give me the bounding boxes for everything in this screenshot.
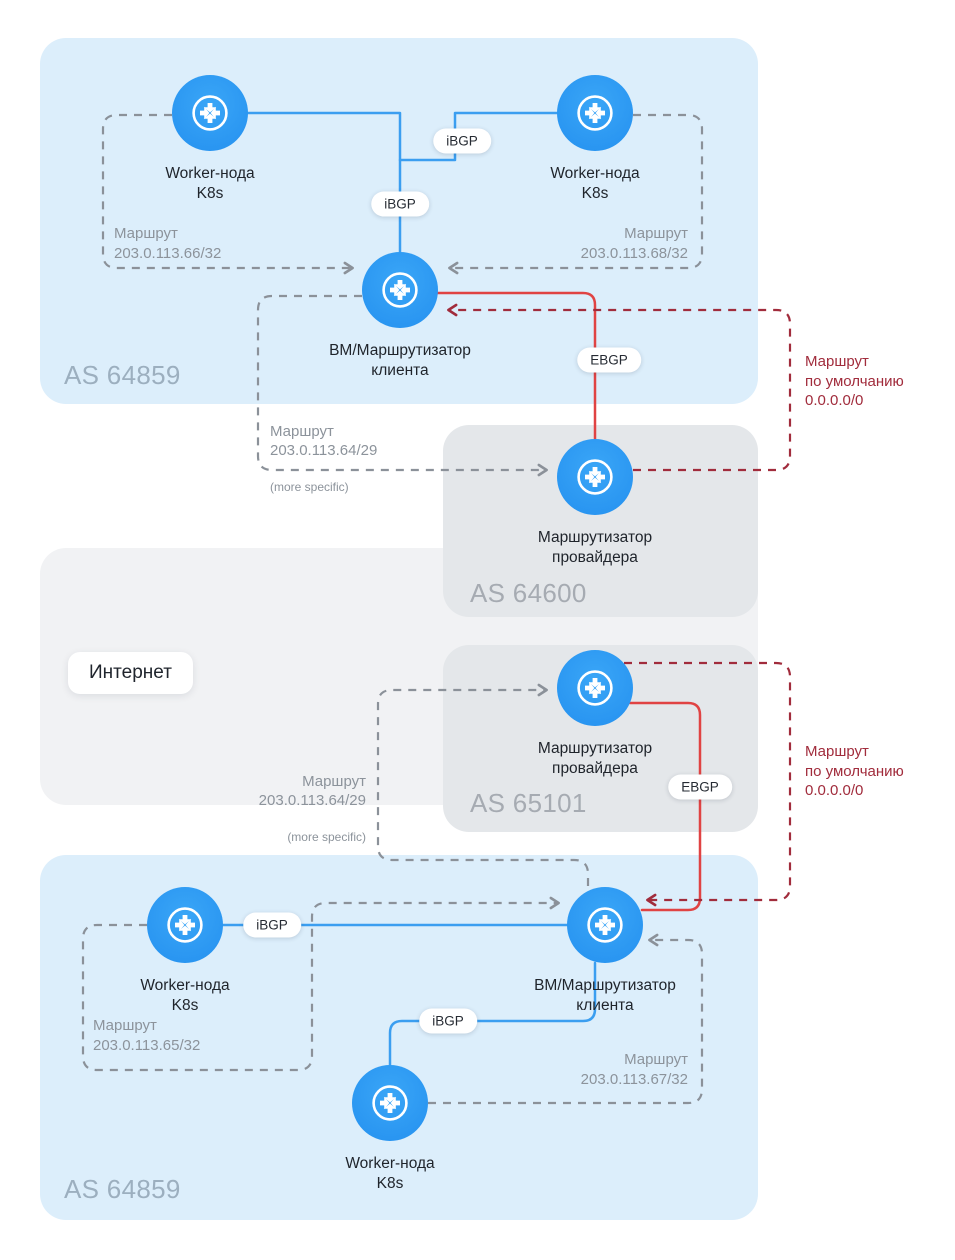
as-label-bottom: AS 64859 [64, 1174, 181, 1204]
router-icon [362, 252, 438, 328]
router-icon [172, 75, 248, 151]
route-note: (more specific) [270, 480, 349, 494]
route-flow-more-specific-top [256, 294, 548, 477]
router-icon [557, 439, 633, 515]
router-glyph-icon [372, 1085, 408, 1121]
router-glyph-icon [192, 95, 228, 131]
as-label-65101: AS 65101 [470, 788, 587, 818]
pill-ebgp-bottom: EBGP [668, 774, 732, 800]
router-icon [147, 887, 223, 963]
route-flow-67 [428, 933, 704, 1105]
node-provider-router-64600: Маршрутизатор провайдера [495, 439, 695, 568]
router-glyph-icon [587, 907, 623, 943]
route-label-more-specific-top: Маршрут 203.0.113.64/29 (more specific) [270, 402, 377, 515]
router-glyph-icon [577, 95, 613, 131]
as-label-top: AS 64859 [64, 360, 181, 390]
router-icon [557, 75, 633, 151]
node-client-router-top: ВМ/Маршрутизатор клиента [300, 252, 500, 381]
route-text: Маршрут 203.0.113.64/29 [270, 422, 378, 460]
node-worker-k8s-bottom-left: Worker-нода K8s [85, 887, 285, 1016]
node-label: Worker-нода K8s [345, 1155, 435, 1193]
node-label: Worker-нода K8s [550, 165, 640, 203]
pill-ibgp-bottom-center: iBGP [419, 1008, 477, 1034]
route-text: Маршрут 203.0.113.64/29 [258, 772, 366, 810]
route-flow-68 [448, 113, 704, 275]
node-worker-k8s-top-right: Worker-нода K8s [495, 75, 695, 204]
node-label: Worker-нода K8s [165, 165, 255, 203]
node-label: Маршрутизатор провайдера [537, 529, 653, 567]
default-route-label-bottom: Маршрут по умолчанию 0.0.0.0/0 [805, 743, 904, 799]
internet-label: Интернет [68, 652, 193, 694]
default-route-label-top: Маршрут по умолчанию 0.0.0.0/0 [805, 353, 904, 409]
route-label-66: Маршрут 203.0.113.66/32 [114, 225, 222, 262]
pill-ibgp-top-center: iBGP [371, 191, 429, 217]
ebgp-link-top [434, 291, 597, 443]
node-worker-k8s-top-left: Worker-нода K8s [110, 75, 310, 204]
node-label: ВМ/Маршрутизатор клиента [329, 342, 471, 380]
route-label-more-specific-bottom: Маршрут 203.0.113.64/29 (more specific) [259, 752, 366, 865]
route-label-67: Маршрут 203.0.113.67/32 [580, 1051, 688, 1088]
default-route-flow-bottom [624, 661, 792, 907]
router-icon [557, 650, 633, 726]
route-label-68: Маршрут 203.0.113.68/32 [580, 225, 688, 262]
node-label: ВМ/Маршрутизатор клиента [534, 977, 676, 1015]
route-flow-66 [101, 113, 354, 275]
node-worker-k8s-bottom: Worker-нода K8s [290, 1065, 490, 1194]
ebgp-link-bottom [628, 701, 702, 912]
router-glyph-icon [167, 907, 203, 943]
as-label-64600: AS 64600 [470, 578, 587, 608]
router-glyph-icon [577, 459, 613, 495]
router-glyph-icon [577, 670, 613, 706]
router-icon [567, 887, 643, 963]
route-label-65: Маршрут 203.0.113.65/32 [93, 1017, 201, 1054]
pill-ibgp-bottom-left: iBGP [243, 912, 301, 938]
node-label: Worker-нода K8s [140, 977, 230, 1015]
router-icon [352, 1065, 428, 1141]
pill-ebgp-top: EBGP [577, 347, 641, 373]
route-note: (more specific) [287, 830, 366, 844]
node-label: Маршрутизатор провайдера [537, 740, 653, 778]
ibgp-link-worker-bottom [388, 961, 597, 1067]
route-flow-more-specific-bottom [376, 683, 590, 886]
router-glyph-icon [382, 272, 418, 308]
node-provider-router-65101: Маршрутизатор провайдера [495, 650, 695, 779]
default-route-flow-top [447, 303, 792, 472]
route-flow-65 [81, 896, 560, 1072]
node-client-router-bottom: ВМ/Маршрутизатор клиента [505, 887, 705, 1016]
pill-ibgp-top-right: iBGP [433, 128, 491, 154]
